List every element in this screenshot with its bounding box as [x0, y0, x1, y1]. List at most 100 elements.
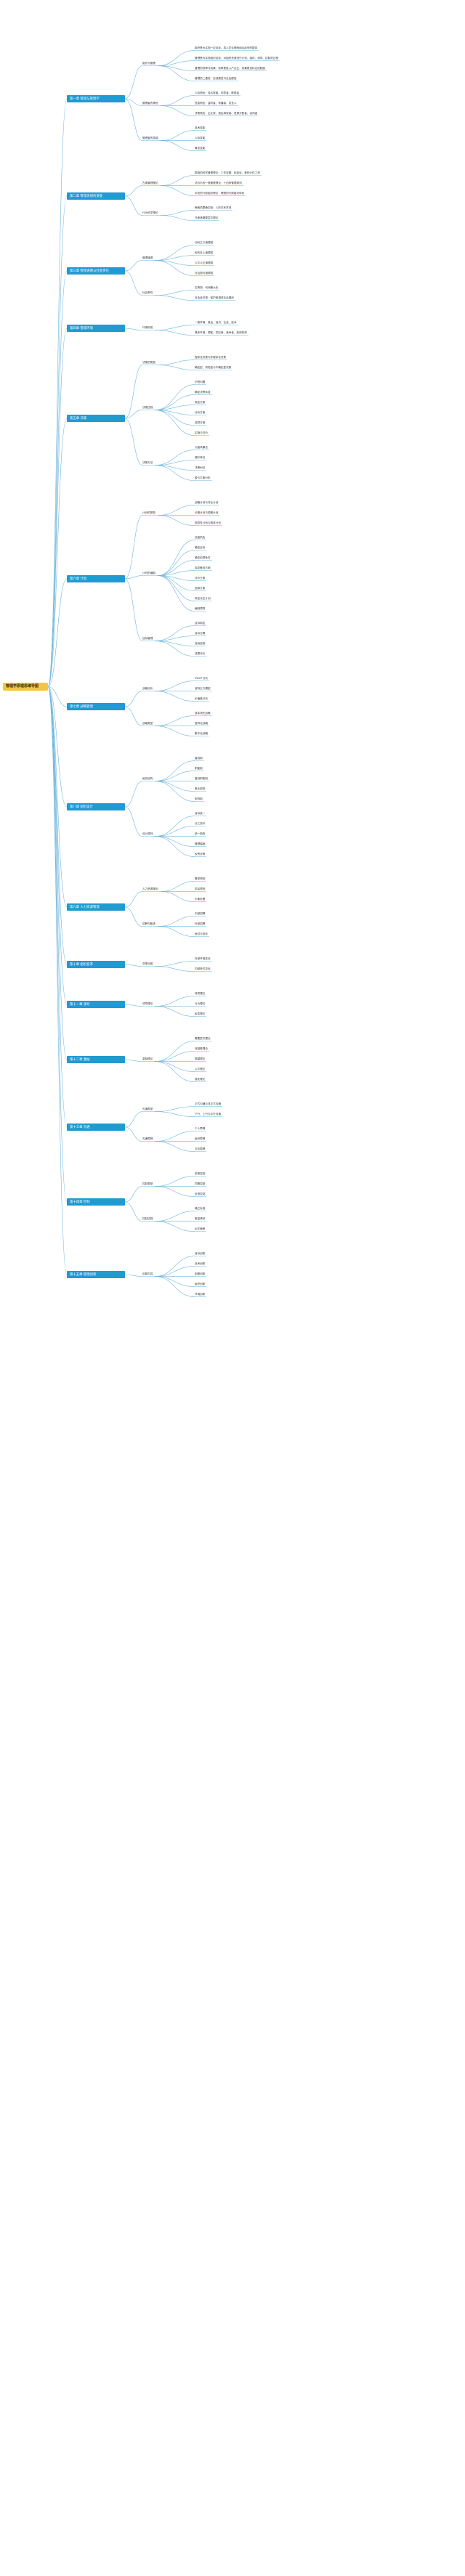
- leaf-item[interactable]: 管理的效率与效果：效率是投入产出比，效果是目标达成程度: [195, 66, 266, 70]
- leaf-item[interactable]: SWOT分析: [195, 676, 208, 680]
- leaf-item[interactable]: 管理是为实现组织目标，对组织资源进行计划、组织、领导、控制的过程: [195, 56, 278, 60]
- leaf-item[interactable]: 正式沟通与非正式沟通: [195, 1102, 221, 1105]
- leaf-item[interactable]: 头脑风暴法: [195, 445, 208, 449]
- leaf-item[interactable]: 拟定派生计划: [195, 596, 211, 600]
- leaf-item[interactable]: 个人障碍: [195, 1126, 206, 1130]
- leaf-item[interactable]: 统一指挥: [195, 832, 206, 835]
- group-label[interactable]: 决策过程: [142, 405, 153, 409]
- group-label[interactable]: 控制过程: [142, 1216, 153, 1220]
- leaf-item[interactable]: 需要层次理论: [195, 1036, 211, 1040]
- group-label[interactable]: 目标管理: [142, 636, 153, 640]
- branch-topic[interactable]: 第八章 组织设计: [67, 803, 125, 810]
- leaf-item[interactable]: 组织障碍: [195, 1137, 206, 1140]
- leaf-item[interactable]: 估量机会: [195, 535, 206, 539]
- leaf-item[interactable]: 一般环境：政治、经济、社会、技术: [195, 320, 237, 324]
- branch-topic[interactable]: 第十一章 领导: [67, 1001, 125, 1008]
- leaf-item[interactable]: 识别问题: [195, 380, 206, 383]
- leaf-item[interactable]: 评价方案: [195, 576, 206, 580]
- leaf-item[interactable]: 外部招聘: [195, 922, 206, 925]
- group-label[interactable]: 沟通类型: [142, 1107, 153, 1110]
- leaf-item[interactable]: 行为理论: [195, 1001, 206, 1005]
- leaf-item[interactable]: 选择方案: [195, 420, 206, 424]
- leaf-item[interactable]: 组织创新: [195, 1282, 206, 1285]
- leaf-item[interactable]: 泰勒的科学管理理论：工作定额、标准化、差别计件工资: [195, 171, 260, 174]
- leaf-item[interactable]: 分析方案: [195, 410, 206, 414]
- leaf-item[interactable]: 需求预测: [195, 877, 206, 880]
- branch-topic[interactable]: 第六章 计划: [67, 575, 125, 582]
- leaf-item[interactable]: 社会经济观：保护和增进社会福利: [195, 296, 234, 299]
- leaf-item[interactable]: 目标分解: [195, 631, 206, 635]
- leaf-item[interactable]: 权利至上道德观: [195, 251, 214, 254]
- leaf-item[interactable]: 长期计划与短期计划: [195, 511, 219, 514]
- leaf-item[interactable]: 下行、上行与平行沟通: [195, 1112, 221, 1116]
- leaf-item[interactable]: 期望理论: [195, 1057, 206, 1060]
- leaf-item[interactable]: 确定型、风险型与不确定型决策: [195, 365, 232, 369]
- leaf-item[interactable]: 成果评价: [195, 651, 206, 655]
- leaf-item[interactable]: 法约尔的一般管理理论：十四条管理原则: [195, 181, 242, 184]
- leaf-item[interactable]: 自我控制: [195, 641, 206, 645]
- leaf-item[interactable]: 确定目标: [195, 545, 206, 549]
- group-label[interactable]: 人力资源规划: [142, 887, 158, 890]
- leaf-item[interactable]: 程序化决策与非程序化决策: [195, 355, 227, 359]
- leaf-item[interactable]: 盈亏平衡分析: [195, 476, 211, 479]
- leaf-item[interactable]: 目标统一: [195, 811, 206, 815]
- leaf-item[interactable]: 概念技能: [195, 146, 206, 150]
- leaf-item[interactable]: 拟定方案: [195, 400, 206, 404]
- group-label[interactable]: 沟通障碍: [142, 1137, 153, 1140]
- group-label[interactable]: 决策的类型: [142, 360, 155, 364]
- group-label[interactable]: 环境构成: [142, 325, 153, 329]
- leaf-item[interactable]: 前馈控制: [195, 1171, 206, 1175]
- leaf-item[interactable]: 平衡供需: [195, 897, 206, 901]
- leaf-item[interactable]: 直线职能制: [195, 776, 208, 780]
- leaf-item[interactable]: 古典观：利润最大化: [195, 285, 219, 289]
- leaf-item[interactable]: 人际技能: [195, 136, 206, 139]
- leaf-item[interactable]: 分工协作: [195, 821, 206, 825]
- leaf-item[interactable]: 确定决策标准: [195, 390, 211, 394]
- group-label[interactable]: 计划的类型: [142, 511, 155, 514]
- branch-topic[interactable]: 第一章 管理与管理学: [67, 95, 125, 102]
- leaf-item[interactable]: 实施与评价: [195, 431, 208, 434]
- leaf-item[interactable]: 社会契约道德观: [195, 271, 214, 275]
- leaf-item[interactable]: 德尔菲法: [195, 455, 206, 459]
- leaf-item[interactable]: 外部环境变化: [195, 956, 211, 960]
- leaf-item[interactable]: 内部条件变化: [195, 967, 211, 970]
- group-label[interactable]: 招聘与甄选: [142, 922, 155, 925]
- leaf-item[interactable]: 目标创新: [195, 1251, 206, 1255]
- leaf-item[interactable]: 技术创新: [195, 1261, 206, 1265]
- leaf-item[interactable]: 制度创新: [195, 1272, 206, 1275]
- leaf-item[interactable]: 特质理论: [195, 991, 206, 995]
- leaf-item[interactable]: 确立标准: [195, 1206, 206, 1210]
- group-label[interactable]: 组织与管理: [142, 61, 155, 65]
- leaf-item[interactable]: 编制预算: [195, 606, 206, 610]
- branch-topic[interactable]: 第九章 人力资源管理: [67, 903, 125, 911]
- leaf-item[interactable]: 权责对等: [195, 852, 206, 856]
- branch-topic[interactable]: 第十四章 控制: [67, 1198, 125, 1206]
- leaf-item[interactable]: 拟定备选方案: [195, 566, 211, 569]
- branch-topic[interactable]: 第十五章 管理创新: [67, 1271, 125, 1278]
- leaf-item[interactable]: 同期控制: [195, 1182, 206, 1185]
- branch-topic[interactable]: 第三章 管理道德与社会责任: [67, 267, 125, 275]
- leaf-item[interactable]: 内部招聘: [195, 911, 206, 915]
- leaf-item[interactable]: 差异化战略: [195, 721, 208, 725]
- branch-topic[interactable]: 第四章 管理环境: [67, 325, 125, 332]
- leaf-item[interactable]: 波特五力模型: [195, 686, 211, 690]
- leaf-item[interactable]: 供给预测: [195, 887, 206, 890]
- leaf-item[interactable]: 决策树法: [195, 466, 206, 469]
- leaf-item[interactable]: 指导性计划与具体计划: [195, 521, 221, 524]
- group-label[interactable]: 古典管理理论: [142, 181, 158, 184]
- group-label[interactable]: 设计原则: [142, 832, 153, 835]
- group-label[interactable]: 战略类型: [142, 721, 153, 725]
- leaf-item[interactable]: 组织是为实现一定目标，将人员合理地组合起来的群体: [195, 46, 258, 49]
- group-label[interactable]: 行为科学理论: [142, 211, 158, 214]
- leaf-item[interactable]: 信息角色：监听者、传播者、发言人: [195, 101, 237, 105]
- leaf-item[interactable]: 反馈控制: [195, 1192, 206, 1195]
- group-label[interactable]: 组织结构: [142, 776, 153, 780]
- branch-topic[interactable]: 第七章 战略管理: [67, 703, 125, 710]
- group-label[interactable]: 战略分析: [142, 686, 153, 690]
- leaf-item[interactable]: 价值链分析: [195, 696, 208, 700]
- group-label[interactable]: 变革动因: [142, 962, 153, 965]
- leaf-item[interactable]: 韦伯的行政组织理论：理想的行政组织体系: [195, 191, 245, 195]
- leaf-item[interactable]: 公平公正道德观: [195, 261, 214, 264]
- group-label[interactable]: 激励理论: [142, 1057, 153, 1060]
- root-topic[interactable]: 管理学原理思维导图: [3, 682, 48, 691]
